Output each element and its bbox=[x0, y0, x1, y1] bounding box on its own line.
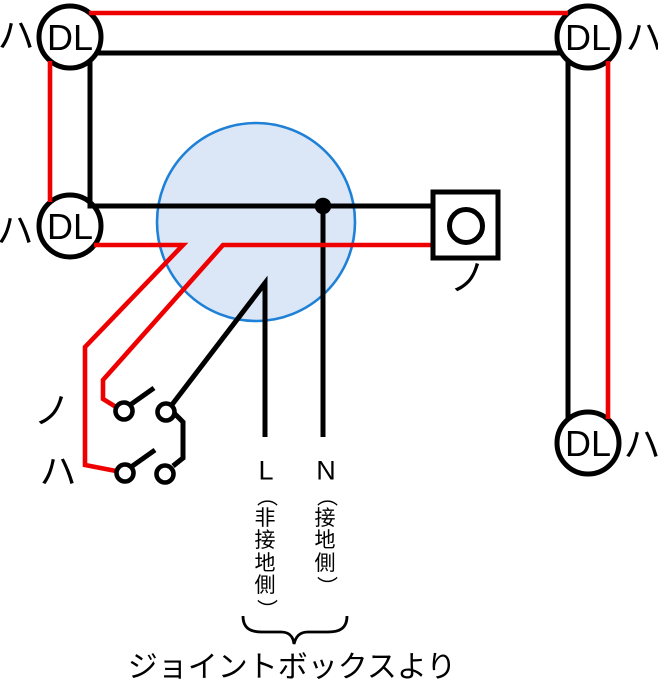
circuit-label-ha-middle-left: ハ bbox=[0, 210, 34, 252]
circuit-label-ha-top-right: ハ bbox=[625, 17, 658, 59]
downlight-label-bottom-right: DL bbox=[564, 423, 612, 464]
switch-ha-terminal-right bbox=[154, 463, 176, 485]
wire-switched-no-run bbox=[100, 242, 433, 409]
downlight-symbol-top-right bbox=[554, 3, 622, 71]
downlight-symbol-top-left bbox=[36, 3, 104, 71]
downlight-label-top-right: DL bbox=[564, 17, 612, 58]
switch-ha-terminal-left bbox=[114, 462, 136, 484]
red-wires bbox=[47, 10, 611, 474]
circuit-label-ha-top-left: ハ bbox=[0, 15, 35, 57]
switch-terminals bbox=[113, 400, 177, 485]
ceiling-fixture-circle bbox=[447, 207, 485, 245]
wire-switch-jumper bbox=[171, 411, 186, 468]
wire-switched-ha-run bbox=[82, 242, 189, 474]
n-line-note: （接地側） bbox=[314, 485, 338, 597]
downlight-label-top-left: DL bbox=[46, 17, 94, 58]
switch-no-terminal-left bbox=[113, 400, 135, 422]
downlight-label-middle-left: DL bbox=[46, 206, 94, 247]
switch-no-lever bbox=[128, 385, 156, 408]
joint-box-area bbox=[155, 121, 357, 323]
downlight-symbols bbox=[36, 3, 622, 477]
ceiling-fixture-body bbox=[430, 189, 501, 261]
joint-box-source-note: ジョイントボックスより bbox=[127, 651, 457, 684]
wire-l-feed-to-switch bbox=[169, 275, 268, 437]
downlight-symbol-middle-left bbox=[36, 192, 104, 260]
n-line-label: N bbox=[316, 455, 336, 486]
downlight-symbol-bottom-right bbox=[554, 409, 622, 477]
switch-ha-lever bbox=[129, 447, 157, 470]
switch-no-terminal-right bbox=[155, 401, 177, 423]
l-line-note: （非接地側） bbox=[254, 485, 278, 620]
circuit-label-ha-bottom-right: ハ bbox=[623, 424, 658, 466]
l-line-label: L bbox=[258, 455, 274, 486]
circuit-label-ha-switch: ハ bbox=[39, 451, 77, 493]
junction-dot bbox=[314, 197, 332, 215]
circuit-label-no-switch: ノ bbox=[33, 390, 71, 432]
circuit-label-no-fixture: ノ bbox=[449, 257, 487, 299]
underbrace bbox=[241, 615, 349, 645]
